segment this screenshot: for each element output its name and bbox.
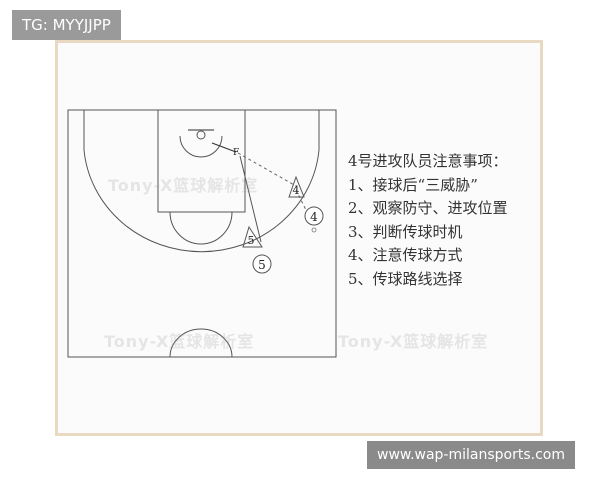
- url-badge: www.wap-milansports.com: [367, 441, 575, 469]
- pass-line-to-5: [239, 155, 262, 243]
- watermark: Tony-X篮球解析室: [108, 176, 259, 195]
- three-point-arc: [83, 149, 320, 253]
- offense-player-5: 5: [252, 254, 272, 274]
- notes-item: 4、注意传球方式: [348, 246, 463, 264]
- notes-item: 1、接球后“三威胁”: [348, 175, 478, 194]
- player-f-marker: F: [211, 142, 239, 158]
- notes-title: 4号进攻队员注意事项：: [348, 152, 508, 170]
- watermark: Tony-X篮球解析室: [338, 332, 489, 351]
- center-circle: [169, 328, 233, 358]
- svg-text:F: F: [233, 148, 239, 158]
- player-4-label: 4: [310, 210, 318, 224]
- basket-rim: [196, 130, 206, 140]
- watermark: Tony-X篮球解析室: [104, 332, 255, 351]
- paint-area: [157, 109, 246, 213]
- tg-badge: TG: MYYJJPP: [12, 10, 121, 40]
- player-5-label: 5: [258, 258, 266, 272]
- notes-item: 2、观察防守、进攻位置: [348, 199, 508, 217]
- diagram-frame: [55, 40, 543, 436]
- defender-4-label: 4: [293, 184, 300, 197]
- pass-line-to-4: [237, 152, 297, 187]
- attention-notes: 4号进攻队员注意事项： 1、接球后“三威胁” 2、观察防守、进攻位置 3、判断传…: [348, 150, 508, 291]
- notes-item: 5、传球路线选择: [348, 269, 463, 288]
- defender-triangle-5: [242, 225, 263, 248]
- half-court-boundary: [67, 109, 337, 358]
- defender-5-label: 5: [248, 234, 255, 247]
- offense-player-4: 4: [304, 206, 324, 233]
- free-throw-circle: [169, 211, 233, 245]
- restricted-area-arc: [179, 135, 223, 158]
- notes-item: 3、判断传球时机: [348, 222, 463, 241]
- defender-triangle-4: [288, 175, 305, 198]
